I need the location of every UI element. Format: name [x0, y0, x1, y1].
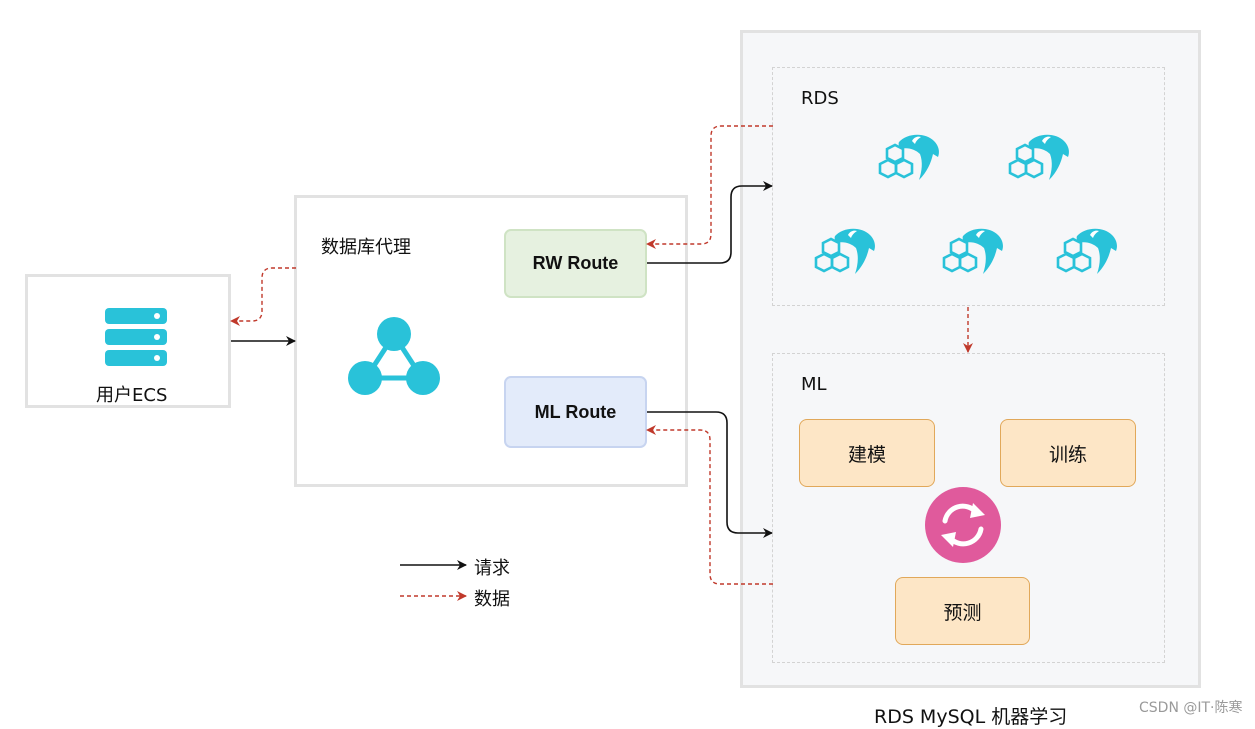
ml-label: ML — [801, 374, 827, 395]
task-train: 训练 — [1000, 419, 1136, 487]
task-build: 建模 — [799, 419, 935, 487]
data-ml-to-mlroute — [646, 425, 773, 585]
ecs-label: 用户ECS — [96, 385, 168, 406]
watermark: CSDN @IT·陈寒 — [1139, 700, 1243, 716]
request-ml-to-ml — [647, 411, 773, 538]
legend-data-label: 数据 — [474, 589, 510, 610]
refresh-cycle-icon — [925, 487, 1001, 563]
rw-route-node: RW Route — [504, 229, 647, 298]
task-predict: 预测 — [895, 577, 1030, 645]
request-rw-to-rds — [647, 181, 773, 264]
ml-route-node: ML Route — [504, 376, 647, 448]
network-triangle-icon — [348, 317, 440, 395]
rds-label: RDS — [801, 88, 839, 109]
outer-caption: RDS MySQL 机器学习 — [874, 706, 1068, 728]
proxy-label: 数据库代理 — [321, 237, 411, 258]
legend-request-label: 请求 — [474, 558, 510, 579]
data-rds-to-rw — [646, 125, 773, 249]
data-proxy-to-ecs — [230, 267, 296, 326]
server-stack-icon — [105, 308, 167, 366]
